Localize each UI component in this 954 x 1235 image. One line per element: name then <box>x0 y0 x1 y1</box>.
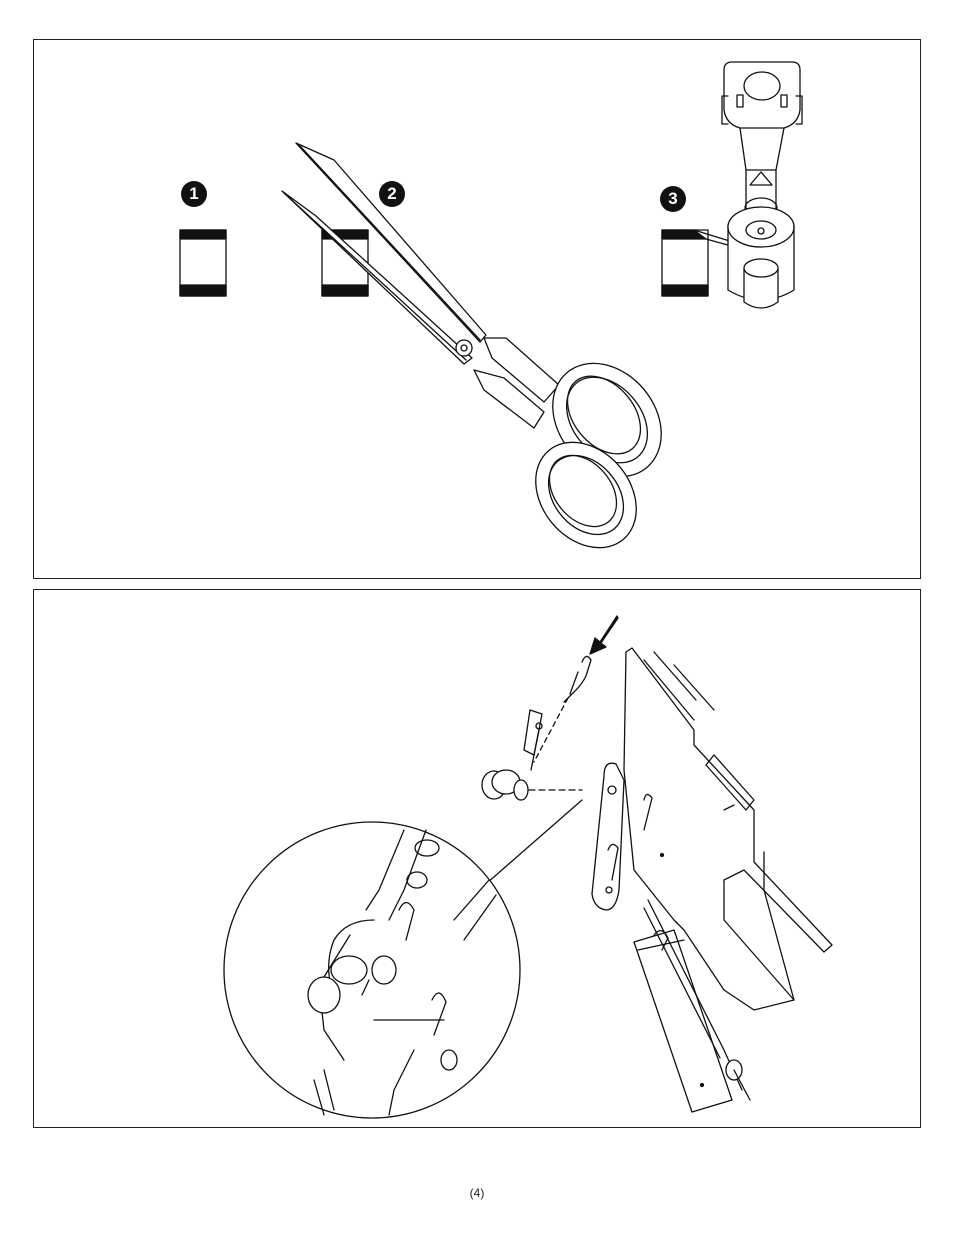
top-illustration-panel: 1 2 3 <box>33 39 921 579</box>
step-1-badge: 1 <box>181 181 207 207</box>
insert-arrow-icon <box>590 616 618 654</box>
bottom-illustration-panel <box>33 589 921 1128</box>
tape-cut-illustration <box>34 40 922 580</box>
hitch-pin-icon <box>564 656 591 702</box>
step-2-badge: 2 <box>379 181 405 207</box>
bracket-icon <box>482 710 542 800</box>
clamp-assembly-icon <box>722 62 802 308</box>
page-number: (4) <box>0 1186 954 1200</box>
scissors-icon <box>282 143 684 568</box>
pin-install-illustration <box>34 590 922 1129</box>
tape-roll-1-icon <box>180 230 226 296</box>
tray-stand-icon <box>592 648 832 1112</box>
step-3-badge: 3 <box>660 186 686 212</box>
